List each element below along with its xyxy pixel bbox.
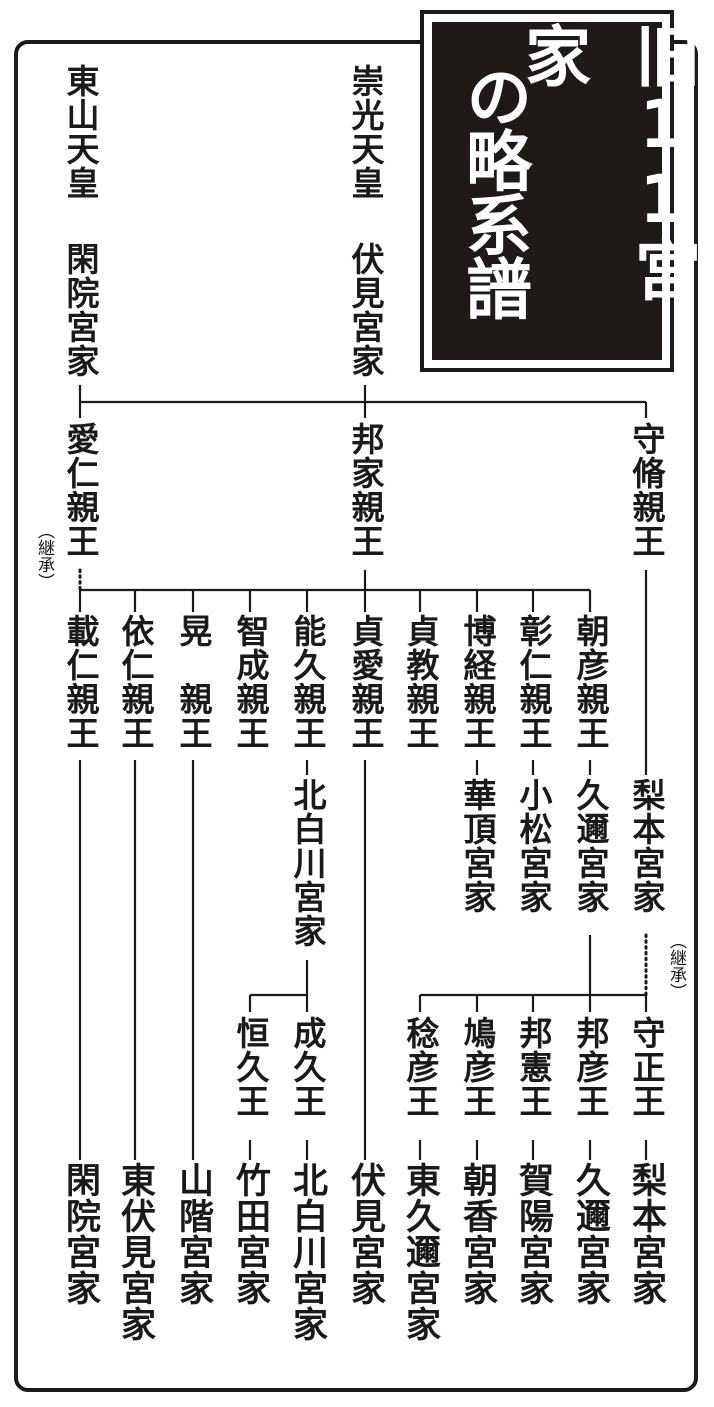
person-kuniie: 邦家親王 xyxy=(345,420,385,560)
child-asahiko: 朝彦親王 xyxy=(570,612,610,752)
grandchild-naruhiko: 稔彦王 xyxy=(400,1014,440,1120)
final-house-kaya: 賀陽宮家 xyxy=(513,1160,553,1308)
title-panel: 旧11宮家 の略系譜 xyxy=(432,22,701,360)
final-house-yamashina: 山階宮家 xyxy=(173,1160,213,1308)
child-hirotsune: 博経親王 xyxy=(457,612,497,752)
house-nashimoto: 梨本宮家 xyxy=(626,776,666,916)
grandchild-kunihiko: 邦彦王 xyxy=(570,1014,610,1120)
child-sadanaru: 貞愛親王 xyxy=(345,612,385,752)
final-house-kuni: 久邇宮家 xyxy=(570,1160,610,1308)
child-yorihito: 依仁親王 xyxy=(115,612,155,752)
house-kuni: 久邇宮家 xyxy=(570,776,610,916)
final-house-kanin: 閑院宮家 xyxy=(60,1160,100,1308)
child-satonari: 智成親王 xyxy=(230,612,270,752)
final-house-higashifushimi: 東伏見宮家 xyxy=(115,1160,155,1344)
succession-note-right: （継承） xyxy=(666,930,686,1002)
child-yoshihisa: 能久親王 xyxy=(287,612,327,752)
final-house-takeda: 竹田宮家 xyxy=(230,1160,270,1308)
house-kacho: 華頂宮家 xyxy=(457,776,497,916)
grandchild-naruhisa: 成久王 xyxy=(287,1014,327,1120)
title-box: 旧11宮家 の略系譜 xyxy=(420,10,701,372)
ancestor-emperor-suko: 崇光天皇 xyxy=(345,62,385,202)
person-naruhito: 愛仁親王 xyxy=(60,420,100,560)
ancestor-house-fushimi: 伏見宮家 xyxy=(345,240,385,380)
child-kotohito: 載仁親王 xyxy=(60,612,100,752)
grandchild-tsunehisa: 恒久王 xyxy=(230,1014,270,1120)
person-moriosa: 守脩親王 xyxy=(626,420,666,560)
house-kitashirakawa: 北白川宮家 xyxy=(287,776,327,950)
ancestor-house-kanin: 閑院宮家 xyxy=(60,240,100,380)
final-house-higashikuni: 東久邇宮家 xyxy=(400,1160,440,1344)
ancestor-emperor-higashiyama: 東山天皇 xyxy=(60,62,100,202)
child-sadanori: 貞教親王 xyxy=(400,612,440,752)
title-sub: の略系譜 xyxy=(455,63,532,319)
grandchild-yasuhiko: 鳩彦王 xyxy=(457,1014,497,1120)
succession-note-left: （継承） xyxy=(34,520,54,592)
final-house-nashimoto: 梨本宮家 xyxy=(626,1160,666,1308)
child-akira: 晃 親王 xyxy=(173,612,213,752)
title-main: 旧11宮家 xyxy=(514,22,701,300)
final-house-fushimi: 伏見宮家 xyxy=(345,1160,385,1308)
final-house-asaka: 朝香宮家 xyxy=(457,1160,497,1308)
child-akihito: 彰仁親王 xyxy=(513,612,553,752)
final-house-kitashirakawa: 北白川宮家 xyxy=(287,1160,327,1344)
house-komatsu: 小松宮家 xyxy=(513,776,553,916)
grandchild-kuninori: 邦憲王 xyxy=(513,1014,553,1120)
grandchild-morimasa: 守正王 xyxy=(626,1014,666,1120)
